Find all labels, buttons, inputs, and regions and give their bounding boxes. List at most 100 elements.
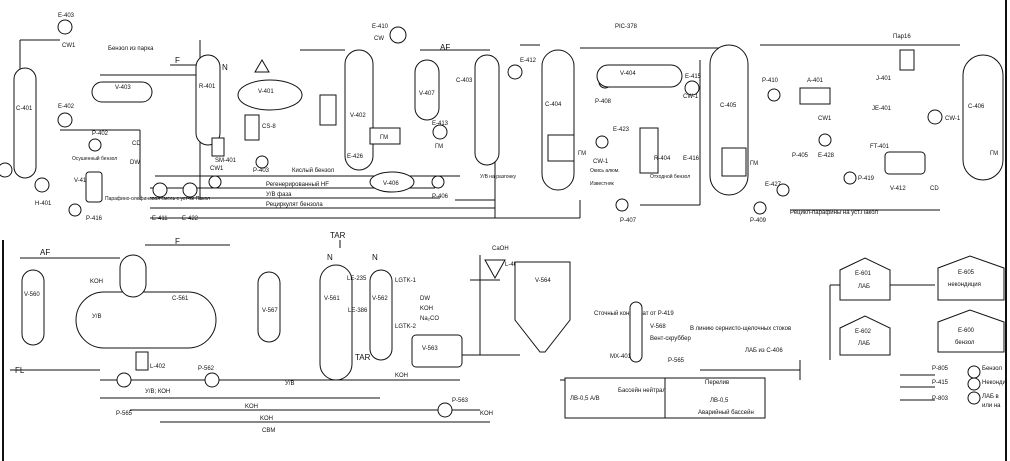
cw1c-label: CW-1 [683,94,699,100]
le386-label: LE-386 [348,308,368,314]
v412-group: FT-401 V-412 P-419 CD [843,144,939,192]
column-c402-group: V-402 E-410 CW ГМ E-426 AF [319,24,450,171]
p410-label: P-410 [762,78,779,84]
exchanger-e415 [684,80,700,96]
l401-label: L-401 [505,262,521,268]
uv-faza-label: У/В фаза [266,192,292,198]
mixer-sm401 [211,137,225,157]
nekondic-out-label: Неконди [982,380,1006,386]
h401-label: H-401 [35,201,52,207]
e428-label: E-428 [818,153,835,159]
koh6-label: KOH [480,411,493,417]
p405-label: P-405 [792,153,809,159]
v404-label: V-404 [620,71,636,77]
v567-group: V-567 [257,271,281,343]
column-c404 [541,49,575,191]
e423-label: E-423 [613,127,630,133]
c561-group: У/В C-561 KOH L-402 P-565 У/В; КОН P-562 [75,254,220,417]
e403-label: E-403 [58,13,75,19]
column-c402 [344,49,374,171]
v-liniyu-label: В линию сернисто-щелочных стоков [690,326,791,332]
reboiler-e426 [369,127,401,145]
p415-label: P-415 [932,380,949,386]
parafin-label: Парафино-олефиновая смесь с уст-ки Пакол [105,196,210,202]
exchanger-e412 [507,64,523,80]
lab-out-label: ЛАБ в [982,394,999,400]
column-c403 [474,54,500,166]
pump-p563 [437,402,453,418]
j401-label: J-401 [876,76,892,82]
ft401-label: FT-401 [870,144,890,150]
basin-group: ЛВ-0,5 А/В Бассейн нейтрал Перелив ЛВ-0,… [564,377,766,419]
tank-e600 [937,309,1005,353]
condenser-je401 [927,109,943,125]
r401-label: R-401 [199,84,216,90]
hazard-icon [254,59,270,73]
v560-group: V-560 [21,269,45,346]
benzol-out-label: Бензол [982,366,1002,372]
regen-hf-label: Регенерированный HF [266,181,329,188]
v41-label: V-41 [74,178,87,184]
pump-p406 [431,175,445,189]
v561-v562-group: V-561 LE-235 LE-386 N V-562 N LGTK-1 LGT… [319,253,417,381]
instrument-block [319,94,337,126]
cw-a-label: CW [374,36,384,42]
vessel-v412 [884,151,926,175]
dw1-label: DW [130,160,140,166]
column-c403-group: C-403 E-413 ГМ У/В на разгонку [432,54,517,180]
p403-label: P-403 [253,168,270,174]
koh3-label: KOH [245,404,258,410]
p416-label: P-416 [86,216,103,222]
p565b-label: P-565 [668,358,685,364]
lv05-av-label: ЛВ-0,5 А/В [570,396,600,402]
l402-label: L-402 [150,364,166,370]
a401-label: A-401 [807,78,824,84]
e422-label: E-422 [182,216,199,222]
izvestnyak-label: Известняк [590,181,615,187]
v561-label: V-561 [324,296,340,302]
condenser-e403 [57,19,73,35]
koh4-label: KOH [260,416,273,422]
column-c401-group: C-401 E-403 CW1 E-402 P-402 H-401 [0,13,109,207]
caoh-label: CaOH [492,246,509,252]
e605-label: E-605 [958,270,975,276]
drum-v404 [596,64,683,88]
vessel-v407 [414,59,440,121]
pump-p415 [967,377,981,391]
lv05-label: ЛВ-0,5 [710,398,729,404]
v407-label: V-407 [419,91,435,97]
v564-group: CaOH L-401 V-564 [484,246,571,353]
e415-label: E-415 [685,74,702,80]
cw1f-label: CW-1 [945,116,961,122]
e411-group: E-411 E-422 CW1 [152,166,224,222]
uv2-label: У/В [285,381,294,387]
hopper-l401 [484,259,506,280]
c405-label: C-405 [720,103,737,109]
drum-v406 [369,171,415,193]
p406-label: P-406 [432,194,449,200]
osushennyi-label: Осушенный бензол [72,155,117,162]
vessel-v567 [257,271,281,343]
cw1a-label: CW1 [62,43,76,49]
vessel-v41 [85,171,103,203]
reactor-r404 [639,127,659,174]
v560-label: V-560 [24,292,40,298]
storage-tanks: E-601 ЛАБ E-602 ЛАБ E-605 некондиция E-6… [745,255,1005,356]
pump-p805 [967,365,981,379]
v403-label: V-403 [115,85,131,91]
f1-label: F [175,56,180,65]
exchanger-e427 [776,183,790,197]
e412-label: E-412 [520,58,537,64]
ejector-j401 [899,49,915,71]
scrubber-c561 [75,291,217,349]
exchanger-left [0,162,13,178]
exchanger-e402 [57,112,73,128]
vessel-cs8 [244,114,260,141]
p803-label: P-803 [932,396,949,402]
pump-p416 [68,203,82,217]
pump-p410 [767,88,781,102]
n3-label: N [372,253,378,262]
p402-label: P-402 [92,131,109,137]
gm-b-label: ГМ [435,144,443,150]
